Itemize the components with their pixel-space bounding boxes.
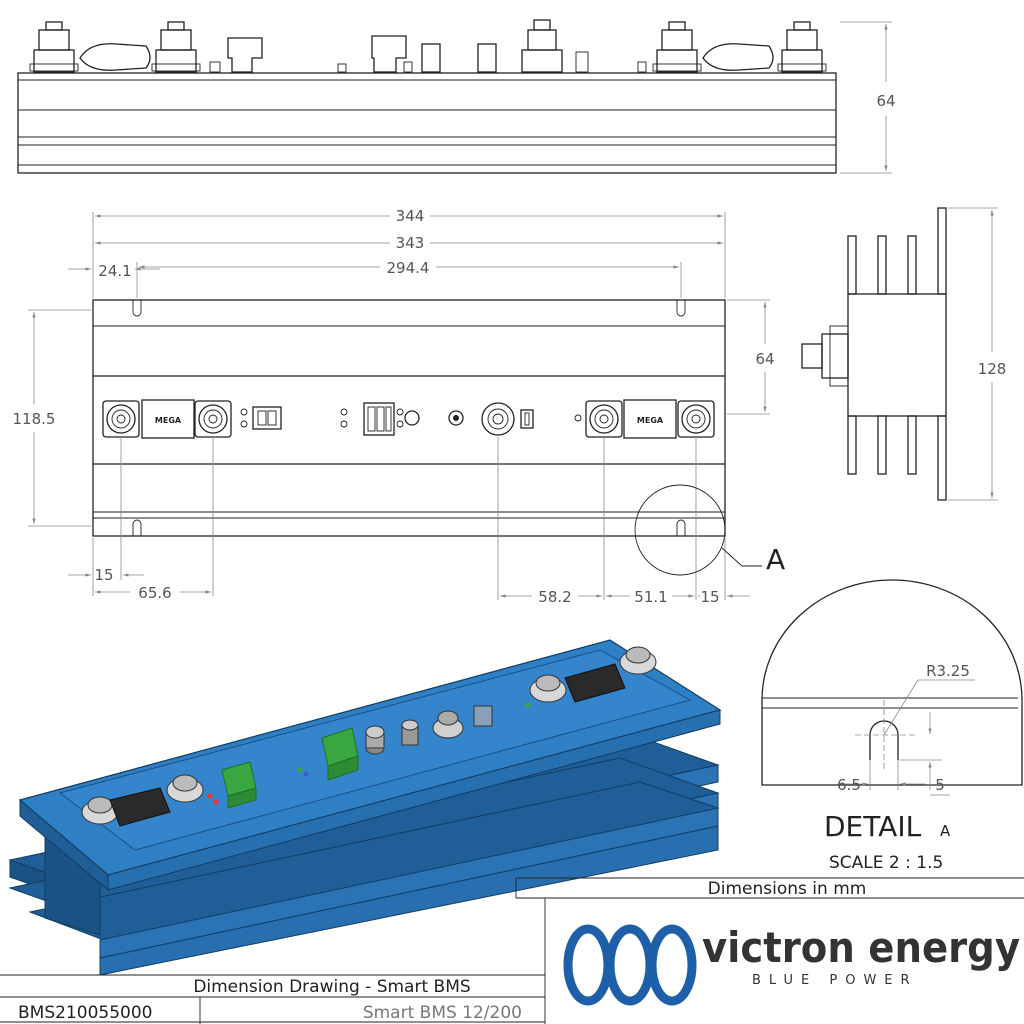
- dim-height-front: 118.5: [13, 410, 56, 428]
- side-fuse-left: [79, 43, 151, 71]
- side-terminal-left-2: [151, 21, 201, 73]
- side-terminal-left-1: [29, 21, 79, 73]
- front-terminal-right-1: [585, 400, 623, 438]
- end-terminal: [821, 333, 849, 379]
- dim-width-overall: 344: [396, 207, 425, 225]
- front-connector-2: [363, 402, 395, 436]
- iso-connector-1: [221, 761, 257, 809]
- dim-side-height: 64: [876, 92, 895, 110]
- title-block: Dimensions in mm Dimension Drawing - Sma…: [0, 877, 1024, 1024]
- side-view: 64: [17, 19, 896, 174]
- part-number: BMS210055000: [18, 1003, 152, 1023]
- front-terminal-left-2: [194, 400, 232, 438]
- mega-label-left: MEGA: [155, 416, 182, 425]
- iso-terminal-center: [432, 710, 464, 739]
- dim-hole-left-656: 65.6: [138, 584, 171, 602]
- front-terminal-right-2: [677, 400, 715, 438]
- front-terminal-left-1: [102, 400, 140, 438]
- logo-tagline: BLUE POWER: [752, 973, 918, 988]
- front-button: [448, 410, 464, 426]
- dim-slot-offset-left: 24.1: [98, 262, 131, 280]
- isometric-view: [8, 639, 722, 976]
- detail-radius: R3.25: [926, 662, 970, 680]
- victron-logo-icon: [563, 924, 697, 1006]
- dim-end-height: 128: [978, 360, 1007, 378]
- mega-label-right: MEGA: [637, 416, 664, 425]
- dim-width-body: 343: [396, 234, 425, 252]
- detail-depth: 5: [935, 776, 945, 794]
- detail-title-sub: A: [940, 822, 951, 840]
- dim-hole-left-15: 15: [94, 566, 113, 584]
- iso-switch: [473, 705, 493, 727]
- iso-connector-2: [321, 727, 359, 781]
- logo-brand: victron energy: [702, 923, 1020, 972]
- end-view: 128: [801, 207, 1007, 501]
- dim-hole-right-15: 15: [700, 588, 719, 606]
- detail-view: R3.25 6.5 5 DETAIL A SCALE 2 : 1.5: [761, 579, 1023, 873]
- drawing-title: Dimension Drawing - Smart BMS: [193, 977, 470, 997]
- front-view: MEGA MEGA 34: [13, 207, 786, 606]
- side-fuse-right: [702, 43, 774, 71]
- units-note: Dimensions in mm: [708, 879, 867, 899]
- iso-fuse-left: [81, 774, 219, 827]
- iso-button: [365, 725, 385, 755]
- front-connector-1: [252, 406, 282, 430]
- dim-hole-511: 51.1: [634, 588, 667, 606]
- side-connector-1: [227, 37, 263, 73]
- detail-title: DETAIL: [824, 810, 922, 843]
- product-name: Smart BMS 12/200: [363, 1003, 522, 1023]
- side-connector-2: [371, 35, 407, 73]
- side-terminal-right-2: [777, 21, 827, 73]
- side-terminal-right-1: [652, 21, 702, 73]
- mega-fuse-left: [141, 399, 195, 439]
- detail-callout-label: A: [766, 543, 785, 576]
- detail-width: 6.5: [837, 776, 861, 794]
- dim-depth-center: 64: [755, 350, 774, 368]
- iso-fuse-right: [529, 646, 657, 703]
- iso-indicator: [401, 719, 419, 746]
- dim-slot-spacing: 294.4: [387, 259, 430, 277]
- detail-scale: SCALE 2 : 1.5: [829, 853, 943, 873]
- side-terminal-center: [521, 19, 563, 73]
- mega-fuse-right: [623, 399, 677, 439]
- detail-callout-circle: [634, 484, 726, 576]
- dim-hole-582: 58.2: [538, 588, 571, 606]
- front-terminal-center: [481, 402, 515, 436]
- front-switch: [520, 409, 534, 429]
